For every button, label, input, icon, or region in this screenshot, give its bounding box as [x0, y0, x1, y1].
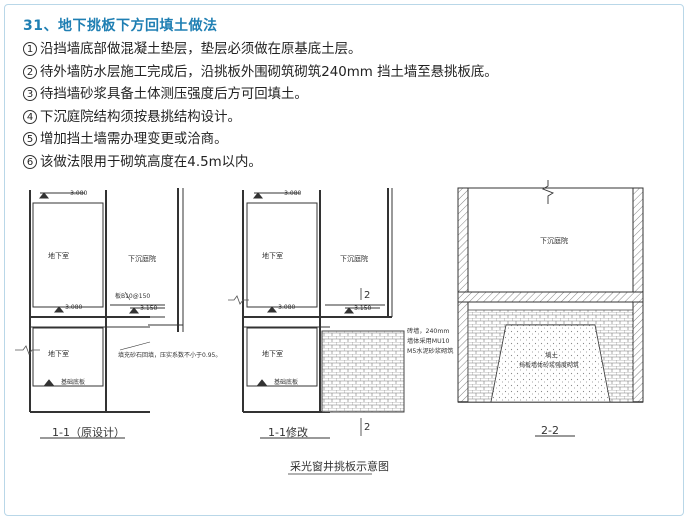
fill-label-2: 挡板墙体砂浆强度砌筑	[519, 361, 579, 369]
brick-retaining-wall	[321, 330, 405, 413]
section-1-1-original	[15, 188, 184, 413]
level-top-mid: -3.080	[282, 190, 302, 197]
fill-note-left: 填充砂石回填，压实系数不小于0.95。	[118, 351, 221, 359]
lower-basement-room	[32, 327, 104, 387]
section-marker-bottom: 2	[364, 422, 370, 433]
item-number: 1	[23, 42, 37, 56]
item-number: 5	[23, 132, 37, 147]
item-text: 增加挡土墙需办理变更或洽商。	[40, 132, 228, 148]
fill-label: 填土	[545, 350, 559, 359]
courtyard-left: 下沉庭院	[128, 254, 156, 263]
item-text: 待外墙防水层施工完成后，沿挑板外围砌筑砌筑240mm 挡土墙至悬挑板底。	[40, 64, 498, 80]
room-upper-left: 地下室	[48, 251, 69, 260]
room-upper-mid: 地下室	[262, 251, 283, 260]
item-text: 该做法限用于砌筑高度在4.5m以内。	[40, 154, 262, 170]
item-number: 6	[23, 154, 37, 169]
caption-left: 1-1（原设计）	[52, 426, 125, 439]
level-mid-mid: -3.080	[276, 304, 296, 311]
base-note-mid: 基础底板	[274, 378, 298, 386]
section-marker-top: 2	[364, 290, 370, 301]
backfill-soil	[490, 324, 611, 403]
base-note-left: 基础底板	[61, 378, 85, 386]
level-courtyard-mid: -3.150	[352, 305, 372, 312]
caption-right: 2-2	[541, 424, 559, 437]
room-lower-left: 地下室	[48, 349, 69, 358]
section-2-2	[457, 180, 644, 403]
wall-note-line2: 墙体采用MU10	[407, 337, 450, 345]
level-top-left: -3.080	[68, 190, 88, 197]
courtyard-right: 下沉庭院	[540, 236, 568, 245]
room-lower-mid: 地下室	[262, 349, 283, 358]
item-number: 2	[23, 64, 37, 79]
section-1-1-modified	[228, 188, 393, 436]
section-heading: 31、地下挑板下方回填土做法	[23, 18, 218, 34]
level-courtyard-left: -3.150	[138, 305, 158, 312]
item-text: 沿挡墙底部做混凝土垫层，垫层必须做在原基底土层。	[40, 42, 362, 57]
item-text: 待挡墙砂浆具备土体测压强度后方可回填土。	[40, 87, 308, 103]
wall-note-line1: 砖墙，240mm	[407, 327, 449, 335]
wall-note-line3: M5水泥砂浆砌筑	[407, 347, 454, 355]
caption-mid: 1-1修改	[268, 425, 308, 439]
slab-note-left: 板B10@150	[115, 292, 150, 300]
item-number: 4	[23, 109, 37, 124]
courtyard-mid: 下沉庭院	[340, 254, 368, 263]
item-text: 下沉庭院结构须按悬挑结构设计。	[40, 109, 241, 125]
level-mid-left: -3.080	[63, 304, 83, 311]
item-number: 3	[23, 87, 37, 102]
drawing-caption: 采光窗井挑板示意图	[290, 459, 389, 473]
lower-basement-room-mid	[246, 327, 318, 387]
